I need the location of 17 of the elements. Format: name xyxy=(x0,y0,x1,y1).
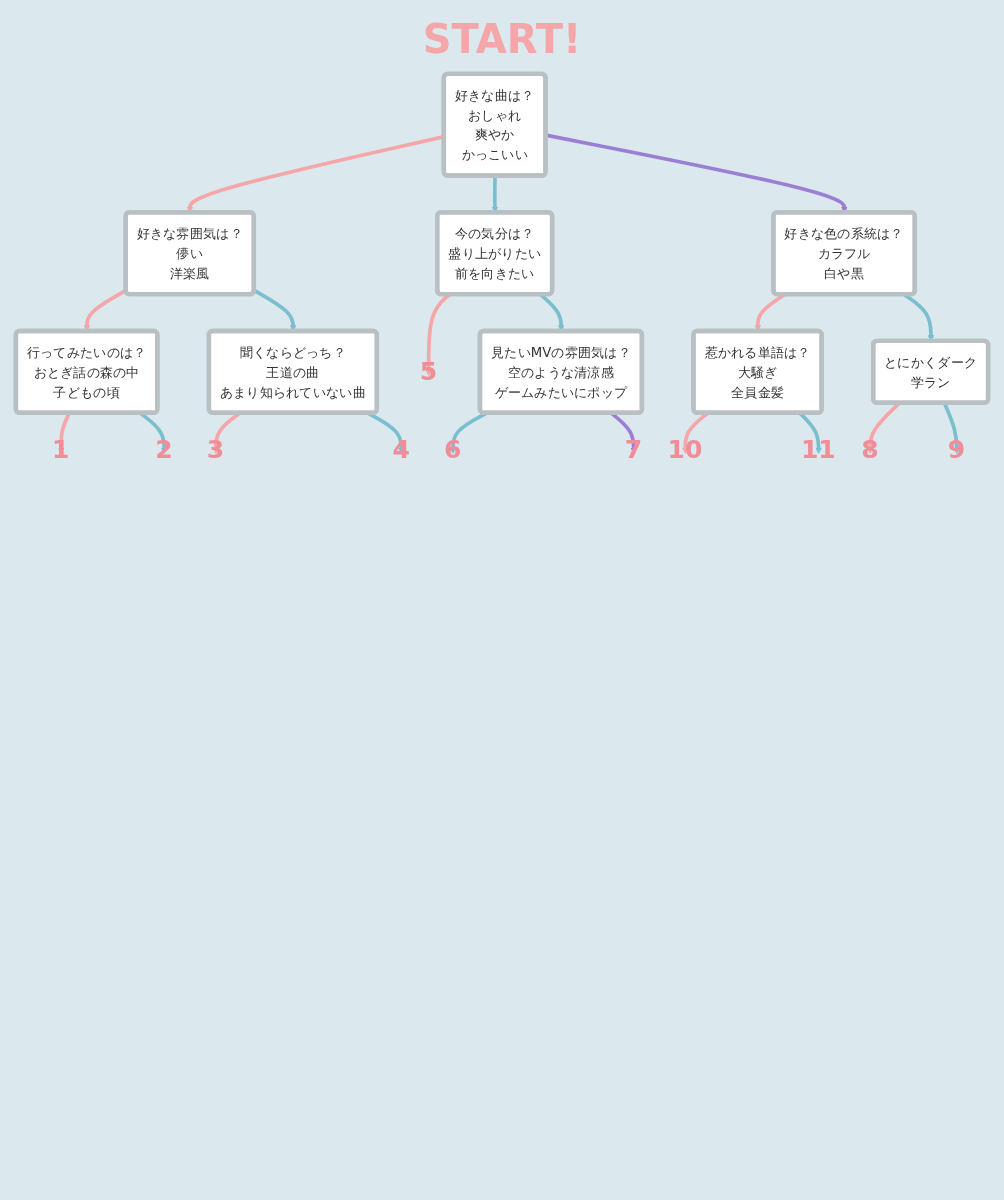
title: START! xyxy=(422,16,582,62)
node-text: 2 xyxy=(155,434,173,464)
node-text: 10 xyxy=(667,434,703,464)
arrow xyxy=(425,293,451,377)
node-text: 11 xyxy=(800,434,836,464)
node-text: 7 xyxy=(624,434,643,464)
node-text: 5 xyxy=(419,356,438,387)
node-text: 9 xyxy=(947,434,966,464)
node-text: 8 xyxy=(861,434,879,464)
arrow xyxy=(539,293,565,332)
node-text: 6 xyxy=(443,434,462,464)
node-text: 3 xyxy=(206,434,225,464)
arrow xyxy=(449,411,488,454)
node-text: 1 xyxy=(52,434,70,464)
arrow xyxy=(83,288,127,332)
node-text: 4 xyxy=(392,434,410,464)
arrow xyxy=(253,288,297,332)
